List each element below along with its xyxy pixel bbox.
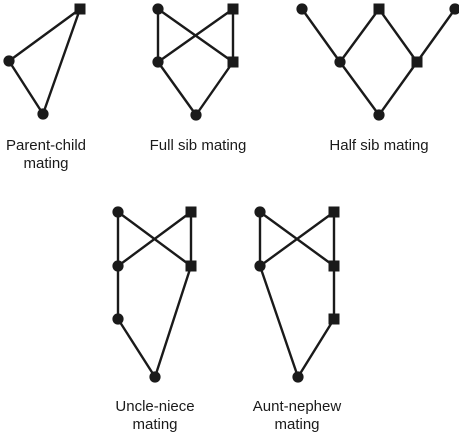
pedigree-full-sib <box>152 3 239 121</box>
male-square-node <box>185 260 197 272</box>
male-square-node <box>328 206 340 218</box>
pedigree-line <box>41 7 82 116</box>
pedigree-line <box>116 317 157 379</box>
male-square-node <box>74 3 86 15</box>
caption-line: Half sib mating <box>329 137 429 154</box>
pedigree-line <box>296 317 336 379</box>
male-square-node <box>227 56 239 68</box>
male-square-node <box>411 56 423 68</box>
female-circle-node <box>3 55 15 67</box>
pedigree-uncle-niece <box>112 206 197 383</box>
pedigree-line <box>7 7 82 63</box>
female-circle-node <box>152 3 164 15</box>
female-circle-node <box>149 371 161 383</box>
caption-parent-child: Parent-child mating <box>0 137 92 173</box>
female-circle-node <box>334 56 346 68</box>
pedigree-line <box>338 60 381 117</box>
caption-line: mating <box>274 416 320 433</box>
caption-line: mating <box>132 416 178 433</box>
male-square-node <box>227 3 239 15</box>
caption-half-sib: Half sib mating <box>316 137 442 155</box>
male-square-node <box>185 206 197 218</box>
caption-uncle-niece: Uncle-niece mating <box>100 398 210 434</box>
female-circle-node <box>373 109 385 121</box>
female-circle-node <box>112 260 124 272</box>
female-circle-node <box>112 313 124 325</box>
pedigree-line <box>156 7 235 64</box>
female-circle-node <box>254 260 266 272</box>
female-circle-node <box>112 206 124 218</box>
female-circle-node <box>37 108 49 120</box>
caption-line: mating <box>23 155 69 172</box>
pedigree-line <box>338 7 381 64</box>
caption-line: Uncle-niece <box>115 398 195 415</box>
caption-line: Full sib mating <box>149 137 247 154</box>
caption-line: Aunt-nephew <box>252 398 342 415</box>
caption-full-sib: Full sib mating <box>136 137 260 155</box>
pedigree-parent-child <box>3 3 86 120</box>
pedigree-line <box>258 264 300 379</box>
pedigree-aunt-nephew <box>254 206 340 383</box>
female-circle-node <box>190 109 202 121</box>
female-circle-node <box>296 3 308 15</box>
female-circle-node <box>292 371 304 383</box>
female-circle-node <box>152 56 164 68</box>
pedigree-line <box>7 59 45 116</box>
male-square-node <box>328 313 340 325</box>
pedigree-line <box>415 7 457 64</box>
pedigree-line <box>116 210 193 268</box>
male-square-node <box>328 260 340 272</box>
pedigree-line <box>156 60 198 117</box>
pedigree-line <box>377 7 419 64</box>
male-square-node <box>373 3 385 15</box>
pedigree-line <box>258 210 336 268</box>
caption-aunt-nephew: Aunt-nephew mating <box>242 398 352 434</box>
pedigree-line <box>377 60 419 117</box>
female-circle-node <box>254 206 266 218</box>
pedigree-line <box>300 7 342 64</box>
pedigree-line <box>194 60 235 117</box>
caption-line: Parent-child <box>5 137 87 154</box>
pedigree-line <box>153 264 193 379</box>
female-circle-node <box>449 3 459 15</box>
pedigree-half-sib <box>296 3 459 121</box>
